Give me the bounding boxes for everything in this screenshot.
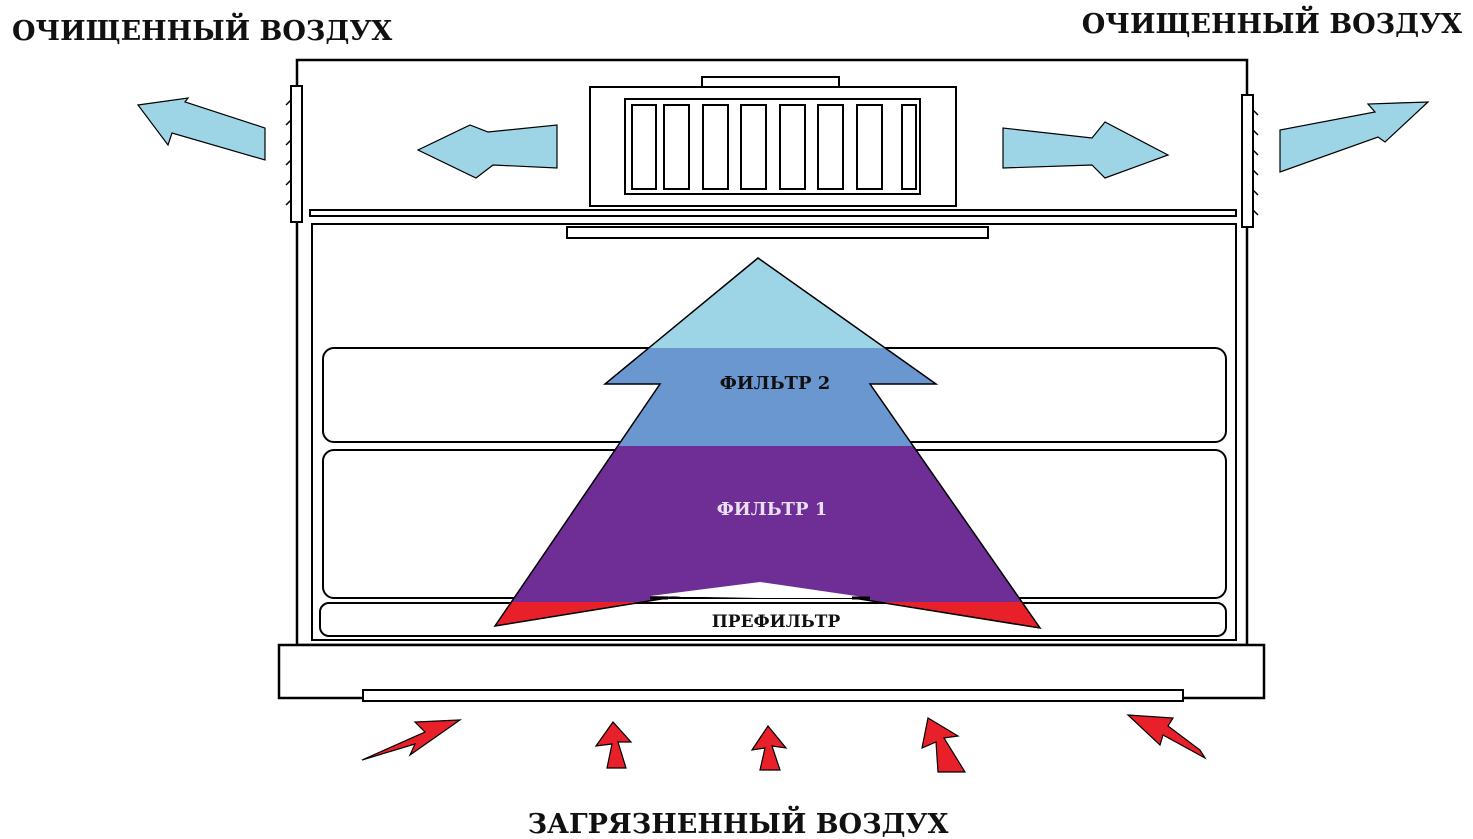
dirty-air-arrow-4 bbox=[921, 717, 967, 773]
clean-air-arrow-outer-left bbox=[136, 97, 266, 161]
fan-unit bbox=[589, 76, 957, 207]
prefilter-notch bbox=[650, 582, 870, 598]
label-filter1: ФИЛЬТР 1 bbox=[717, 499, 828, 520]
clean-air-arrow-inner-right bbox=[1002, 121, 1170, 179]
label-clean-air-right: ОЧИЩЕННЫЙ ВОЗДУХ bbox=[1082, 5, 1462, 40]
dirty-air-arrow-1 bbox=[361, 719, 463, 761]
clean-air-arrow-outer-right bbox=[1279, 101, 1430, 173]
outlet-slot bbox=[566, 226, 989, 239]
right-side-grille bbox=[1241, 94, 1259, 228]
dirty-air-arrow-2 bbox=[594, 721, 633, 769]
label-prefilter: ПРЕФИЛЬТР bbox=[712, 612, 841, 632]
top-rail bbox=[309, 209, 1237, 217]
dirty-air-arrow-3 bbox=[750, 724, 788, 771]
label-dirty-air: ЗАГРЯЗНЕННЫЙ ВОЗДУХ bbox=[528, 805, 949, 839]
dirty-air-arrow-5 bbox=[1126, 714, 1207, 760]
intake-slot bbox=[362, 689, 1184, 702]
label-filter2: ФИЛЬТР 2 bbox=[720, 373, 831, 394]
clean-air-arrow-inner-left bbox=[416, 124, 558, 179]
left-side-grille bbox=[285, 85, 303, 223]
label-clean-air-left: ОЧИЩЕННЫЙ ВОЗДУХ bbox=[12, 12, 392, 47]
